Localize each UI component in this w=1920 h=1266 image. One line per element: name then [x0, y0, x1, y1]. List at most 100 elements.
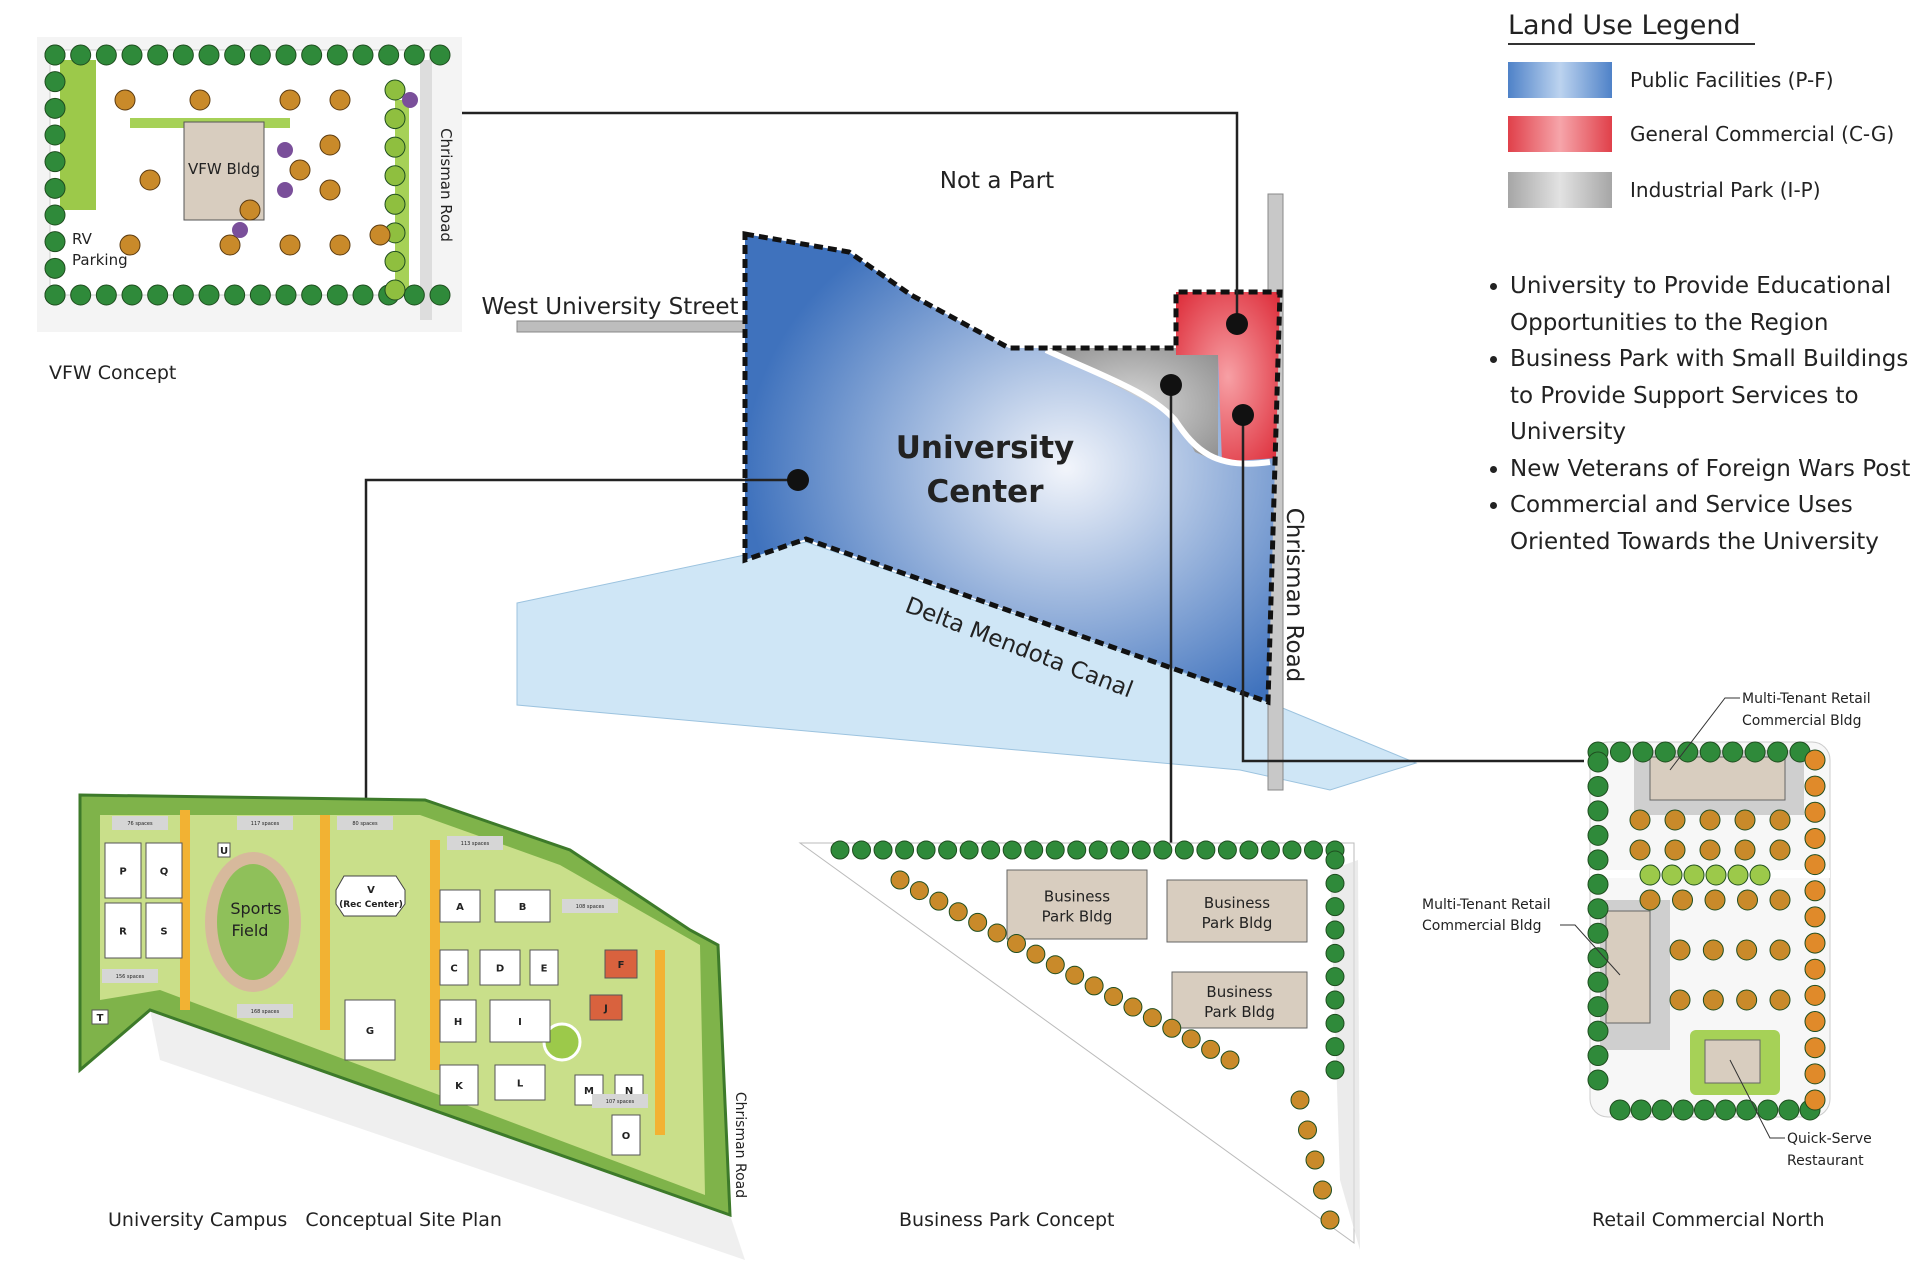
tree-icon — [378, 44, 400, 66]
tree-icon — [873, 840, 893, 860]
rv-parking-label: RV — [72, 230, 93, 248]
tree-icon — [929, 891, 949, 911]
tree-icon — [121, 284, 143, 306]
legend-item-public-facilities: Public Facilities (P-F) — [1508, 62, 1834, 98]
tree-icon — [301, 44, 323, 66]
business-park-building — [1006, 869, 1148, 940]
tree-icon — [198, 284, 220, 306]
tree-icon — [1325, 897, 1345, 917]
tree-icon — [275, 44, 297, 66]
tree-icon — [95, 44, 117, 66]
legend-title: Land Use Legend — [1508, 10, 1755, 45]
tree-icon — [44, 257, 66, 279]
retail-left-building-label-2: Commercial Bldg — [1422, 918, 1541, 934]
campus-chrisman-road-label: Chrisman Road — [732, 1092, 748, 1198]
campus-building-label: T — [97, 1013, 104, 1024]
tree-icon — [1769, 939, 1791, 961]
campus-building-l — [494, 1064, 546, 1101]
retail-caption: Retail Commercial North — [1592, 1209, 1825, 1231]
general-commercial-area — [1176, 292, 1280, 462]
shrub-icon — [277, 182, 293, 198]
tree-icon — [1587, 824, 1609, 846]
parking-lot — [447, 836, 503, 850]
campus-building-j — [589, 994, 623, 1021]
tree-icon — [1196, 840, 1216, 860]
tree-icon — [1142, 1008, 1162, 1028]
parking-lot — [237, 1004, 293, 1018]
tree-icon — [70, 284, 92, 306]
tree-icon — [1767, 741, 1789, 763]
tree-icon — [1298, 1120, 1317, 1140]
tree-icon — [1664, 809, 1686, 831]
tree-icon — [329, 89, 351, 111]
tree-icon — [1639, 864, 1661, 886]
tree-icon — [1587, 1045, 1609, 1067]
tree-icon — [1325, 1037, 1345, 1057]
tree-icon — [1305, 1150, 1325, 1170]
tree-icon — [279, 234, 301, 256]
tree-icon — [1303, 840, 1323, 860]
retail-top-building-label-2: Commercial Bldg — [1742, 713, 1861, 729]
tree-icon — [1587, 898, 1609, 920]
campus-building-label: I — [518, 1017, 522, 1028]
business-park-building-label: Business — [1206, 983, 1272, 1001]
campus-building-label: B — [519, 902, 527, 913]
tree-icon — [1587, 996, 1609, 1018]
tree-icon — [1804, 1011, 1826, 1033]
tree-icon — [1045, 840, 1065, 860]
campus-building-d — [479, 949, 521, 986]
parking-label: 108 spaces — [576, 904, 605, 910]
tree-icon — [1804, 880, 1826, 902]
tree-icon — [1804, 958, 1826, 980]
retail-marker — [1232, 404, 1254, 426]
tree-icon — [1006, 934, 1026, 954]
tree-icon — [1123, 997, 1143, 1017]
tree-icon — [959, 840, 979, 860]
tree-icon — [1587, 947, 1609, 969]
tree-icon — [1804, 801, 1826, 823]
tree-icon — [319, 179, 341, 201]
tree-icon — [1282, 840, 1302, 860]
not-a-part-label: Not a Part — [940, 168, 1054, 194]
tree-icon — [1325, 920, 1345, 940]
tree-icon — [1669, 939, 1691, 961]
legend-item-general-commercial: General Commercial (C-G) — [1508, 116, 1894, 152]
tree-icon — [384, 193, 406, 215]
tree-icon — [1769, 809, 1791, 831]
tree-icon — [1587, 849, 1609, 871]
tree-icon — [938, 840, 958, 860]
parking-label: 113 spaces — [461, 841, 490, 847]
campus-building-label: R — [119, 927, 127, 938]
tree-icon — [44, 97, 66, 119]
tree-icon — [1693, 1099, 1715, 1121]
tree-icon — [830, 840, 850, 860]
business-park-caption: Business Park Concept — [899, 1209, 1115, 1231]
tree-icon — [1683, 864, 1705, 886]
tree-icon — [1804, 775, 1826, 797]
tree-icon — [1239, 840, 1259, 860]
tree-icon — [384, 108, 406, 130]
campus-building-label: P — [119, 867, 126, 878]
tree-icon — [301, 284, 323, 306]
tree-icon — [1654, 741, 1676, 763]
tree-icon — [1749, 864, 1771, 886]
tree-icon — [1201, 1039, 1221, 1059]
quick-serve-label: Quick-Serve — [1787, 1131, 1872, 1147]
sports-field-label-2: Field — [232, 921, 269, 940]
west-university-street-label: West University Street — [481, 294, 738, 320]
retail-top-building-label: Multi-Tenant Retail — [1742, 691, 1871, 707]
tree-icon — [198, 44, 220, 66]
tree-icon — [224, 44, 246, 66]
tree-icon — [1769, 839, 1791, 861]
campus-connector-line — [364, 478, 798, 800]
tree-icon — [1804, 1063, 1826, 1085]
tree-icon — [1804, 1089, 1826, 1111]
tree-icon — [121, 44, 143, 66]
tree-icon — [1587, 922, 1609, 944]
tree-icon — [1084, 976, 1104, 996]
tree-icon — [1629, 809, 1651, 831]
tree-icon — [916, 840, 936, 860]
tree-icon — [384, 250, 406, 272]
goal-item: Business Park with Small Buildings to Pr… — [1510, 341, 1920, 451]
